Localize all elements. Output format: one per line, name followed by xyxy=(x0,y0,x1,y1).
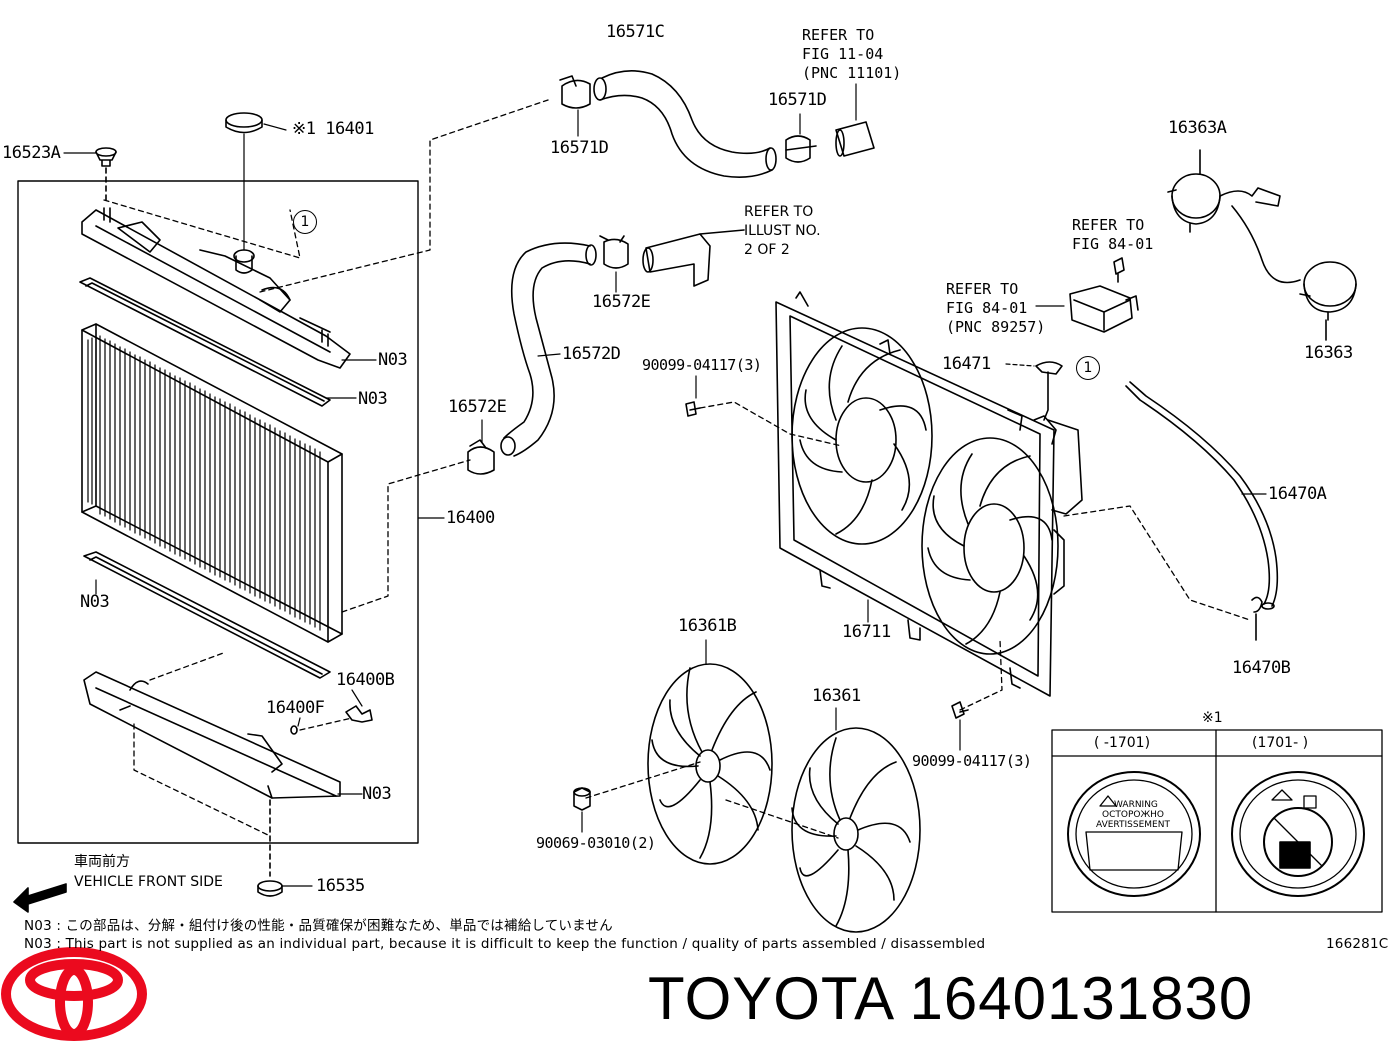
shroud-fan-right xyxy=(921,437,1059,655)
water-outlet-fitting xyxy=(642,229,745,287)
fan-motor-16363 xyxy=(1299,261,1357,341)
hose-clamp-16571D-left xyxy=(559,75,591,109)
cooling-fan-16361B xyxy=(647,663,773,865)
ref-circle-1-left: 1 xyxy=(293,210,317,234)
drain-plug-16400B xyxy=(345,705,373,723)
label-16711: 16711 xyxy=(842,622,891,642)
radiator-lower-gasket xyxy=(83,551,331,679)
label-16363A: 16363A xyxy=(1168,118,1227,138)
ref-circle-1-right: 1 xyxy=(1076,356,1100,380)
label-16572D: 16572D xyxy=(562,344,621,364)
grommet-16535 xyxy=(257,799,283,897)
radiator-assembly-frame xyxy=(17,180,419,844)
label-n03-lower-tank: N03 xyxy=(362,784,392,804)
overflow-hose-16470A xyxy=(1125,381,1279,610)
cap-table-col-after-1701: (1701- ) xyxy=(1252,735,1309,751)
bolt-84-01 xyxy=(1113,257,1125,283)
clip-16523A xyxy=(95,147,117,205)
label-16471: 16471 xyxy=(942,354,991,374)
vehicle-front-arrow xyxy=(13,883,67,913)
label-16523A: 16523A xyxy=(2,143,61,163)
radiator-core xyxy=(81,323,343,643)
screw-90099-lower xyxy=(951,701,969,719)
cap-table-mark: ※1 xyxy=(1202,710,1223,726)
o-ring-16400F xyxy=(290,725,298,735)
radiator-upper-tank xyxy=(81,207,351,369)
fan-shroud-16711 xyxy=(775,291,1083,697)
shroud-fan-left xyxy=(791,327,933,545)
clamp-16471 xyxy=(1035,361,1063,421)
label-90099-upper: 90099-04117(3) xyxy=(642,356,762,374)
label-16400F: 16400F xyxy=(266,698,325,718)
label-16572E-bottom: 16572E xyxy=(448,397,507,417)
label-16572E-top: 16572E xyxy=(592,292,651,312)
fan-motor-16363A xyxy=(1167,149,1301,284)
figure-code: 166281C xyxy=(1326,936,1389,952)
label-16400B: 16400B xyxy=(336,670,395,690)
cap-variants-table xyxy=(1051,729,1383,913)
label-16400: 16400 xyxy=(446,508,495,528)
fan-relay-pnc-89257 xyxy=(1069,285,1139,333)
cap-warning-text: WARNING OCTOPOЖНО AVERTISSEMENT xyxy=(1096,800,1170,830)
label-16470A: 16470A xyxy=(1268,484,1327,504)
screw-90099-upper xyxy=(685,401,701,417)
label-16571D-left: 16571D xyxy=(550,138,609,158)
radiator-upper-gasket xyxy=(79,277,331,407)
label-16535: 16535 xyxy=(316,876,365,896)
brand-part-number: TOYOTA 1640131830 xyxy=(648,965,1254,1032)
label-16401: ※1 16401 xyxy=(292,119,374,139)
label-n03-upper-tank: N03 xyxy=(378,350,408,370)
hose-sleeve-pnc-11101 xyxy=(835,121,875,157)
label-n03-upper-gasket: N03 xyxy=(358,389,388,409)
note-n03-japanese: N03 : この部品は、分解・組付け後の性能・品質確保が困難なため、単品では補給… xyxy=(24,918,613,934)
radiator-cap-16401 xyxy=(225,112,263,251)
toyota-logo xyxy=(1,947,147,1041)
label-90099-lower: 90099-04117(3) xyxy=(912,752,1032,770)
note-n03-english: N03 : This part is not supplied as an in… xyxy=(24,936,986,952)
radiator-lower-tank xyxy=(83,671,341,799)
vehicle-front-label: 車両前方 VEHICLE FRONT SIDE xyxy=(74,854,223,890)
label-90069: 90069-03010(2) xyxy=(536,834,656,852)
label-16571D-right: 16571D xyxy=(768,90,827,110)
label-16571C: 16571C xyxy=(606,22,665,42)
cap-table-col-before-1701: ( -1701) xyxy=(1094,735,1151,751)
hose-clamp-16572E-top xyxy=(599,235,629,269)
hose-clamp-16572E-bottom xyxy=(467,439,495,475)
label-16363: 16363 xyxy=(1304,343,1353,363)
nut-90069 xyxy=(573,787,591,811)
label-n03-lower-gasket: N03 xyxy=(80,592,110,612)
hose-clamp-16571D-right xyxy=(785,135,817,163)
clip-16470B xyxy=(1251,596,1263,641)
label-16470B: 16470B xyxy=(1232,658,1291,678)
label-16361: 16361 xyxy=(812,686,861,706)
upper-radiator-hose-16571C xyxy=(593,70,777,178)
cooling-fan-16361 xyxy=(791,727,921,933)
label-16361B: 16361B xyxy=(678,616,737,636)
